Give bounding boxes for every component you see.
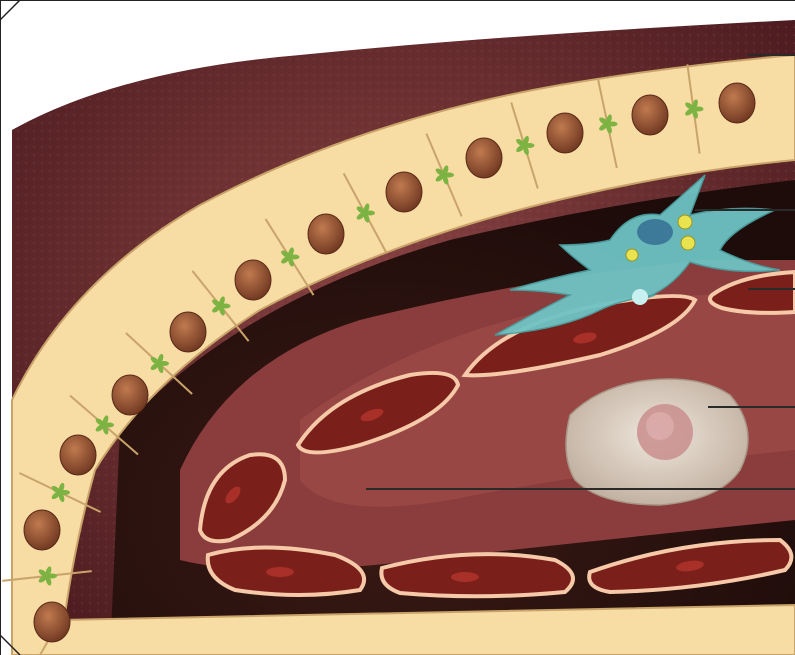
epithelial-nucleus bbox=[308, 214, 344, 254]
epithelial-nucleus bbox=[60, 435, 96, 475]
epithelial-nucleus bbox=[24, 510, 60, 550]
epithelial-nucleus bbox=[386, 172, 422, 212]
epithelial-nucleus bbox=[34, 602, 70, 642]
epithelial-nucleus bbox=[632, 95, 668, 135]
muscle-cell bbox=[381, 554, 573, 596]
epithelial-nucleus bbox=[235, 260, 271, 300]
epithelial-nucleus bbox=[719, 83, 755, 123]
epithelial-nucleus bbox=[547, 113, 583, 153]
epithelial-nucleus bbox=[112, 375, 148, 415]
mast-cell bbox=[566, 379, 748, 505]
epithelial-nucleus bbox=[170, 312, 206, 352]
epithelial-nucleus bbox=[466, 138, 502, 178]
